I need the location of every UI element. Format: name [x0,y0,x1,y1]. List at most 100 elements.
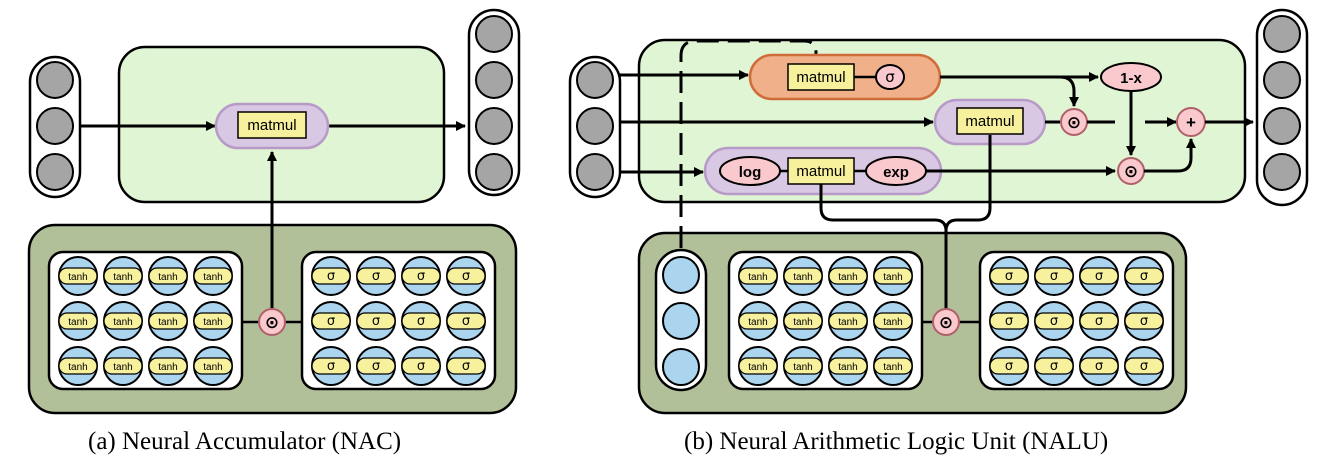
nalu-input-neuron [576,153,614,191]
nalu-add-matmul-label: matmul [965,113,1014,130]
sigmoid-label: σ [327,269,335,284]
nalu-plus-symbol: + [1186,113,1196,132]
nac-output-neuron [475,107,513,145]
sigmoid-label: σ [1050,359,1058,374]
sigmoid-neuron: σ [401,301,441,341]
tanh-label: tanh [748,272,767,283]
nac-input-neuron [36,61,74,99]
tanh-neuron: tanh [148,256,188,296]
nac-output-layer [467,8,521,197]
tanh-label: tanh [838,362,857,373]
nalu-input-neuron [576,61,614,99]
sigmoid-label: σ [372,269,380,284]
tanh-label: tanh [203,272,222,283]
tanh-label: tanh [68,272,87,283]
sigmoid-label: σ [1005,269,1013,284]
sigmoid-neuron: σ [1034,301,1074,341]
tanh-neuron: tanh [193,346,233,386]
nalu-sigmoid-node [875,64,905,90]
tanh-neuron: tanh [193,301,233,341]
nalu-output-layer [1255,8,1309,207]
sigmoid-neuron: σ [989,256,1029,296]
sigmoid-neuron: σ [356,256,396,296]
sigmoid-label: σ [1140,359,1148,374]
nalu-mult-matmul-label: matmul [796,163,845,180]
tanh-label: tanh [838,317,857,328]
nac-input-layer [28,55,82,199]
sigmoid-neuron: σ [311,256,351,296]
sigmoid-label: σ [1095,269,1103,284]
nac-input-neuron [36,107,74,145]
tanh-label: tanh [883,317,902,328]
sigmoid-label: σ [1095,314,1103,329]
sigmoid-neuron: σ [311,301,351,341]
sigmoid-label: σ [417,314,425,329]
sigmoid-neuron: σ [1124,256,1164,296]
nalu-caption: (b) Neural Arithmetic Logic Unit (NALU) [684,428,1109,455]
nalu-one-minus-x-label: 1-x [1120,70,1142,87]
sigmoid-label: σ [1050,314,1058,329]
nalu-weight-hadamard-node [932,308,960,336]
tanh-neuron: tanh [103,301,143,341]
tanh-neuron: tanh [783,346,823,386]
tanh-label: tanh [748,317,767,328]
nalu-tanh-grid [727,250,924,391]
sigmoid-label: σ [327,314,335,329]
nalu-diagram: matmul σ 1-x matmul ⊙ + log matmul [568,8,1309,415]
tanh-label: tanh [158,272,177,283]
nalu-sigmoid-symbol: σ [885,68,895,86]
sigmoid-neuron: σ [356,346,396,386]
nalu-gate-weight-neuron [662,256,700,294]
sigmoid-neuron: σ [1079,256,1119,296]
tanh-neuron: tanh [58,346,98,386]
nac-hadamard-node [258,308,286,336]
sigmoid-label: σ [417,269,425,284]
tanh-neuron: tanh [738,301,778,341]
tanh-label: tanh [793,362,812,373]
sigmoid-neuron: σ [1079,346,1119,386]
sigmoid-label: σ [462,314,470,329]
nac-tanh-cells: tanh tanh tanh tanh tanh tanh tanh tanh tanh tanh… [58,256,233,386]
sigmoid-neuron: σ [446,301,486,341]
tanh-neuron: tanh [103,346,143,386]
tanh-label: tanh [838,272,857,283]
tanh-label: tanh [68,362,87,373]
tanh-neuron: tanh [873,346,913,386]
nac-output-neuron [475,61,513,99]
nac-input-neuron [36,153,74,191]
tanh-label: tanh [203,317,222,328]
sigmoid-label: σ [372,359,380,374]
sigmoid-label: σ [1005,359,1013,374]
tanh-neuron: tanh [103,256,143,296]
nalu-output-neuron [1263,153,1301,191]
nalu-weight-hadamard-symbol: ⊙ [939,313,953,333]
sigmoid-neuron: σ [1034,346,1074,386]
tanh-neuron: tanh [783,256,823,296]
nalu-mult-hadamard-symbol: ⊙ [1124,162,1138,182]
nac-caption: (a) Neural Accumulator (NAC) [88,428,402,455]
nac-tanh-grid [47,250,244,391]
tanh-label: tanh [203,362,222,373]
sigmoid-neuron: σ [401,346,441,386]
tanh-label: tanh [68,317,87,328]
nac-hadamard-symbol: ⊙ [265,313,279,333]
tanh-label: tanh [158,362,177,373]
nalu-sigma-grid [978,250,1175,391]
tanh-label: tanh [883,272,902,283]
tanh-label: tanh [113,272,132,283]
sigmoid-label: σ [1095,359,1103,374]
tanh-neuron: tanh [148,346,188,386]
sigmoid-label: σ [1140,269,1148,284]
nalu-exp-label: exp [883,164,909,181]
nac-output-neuron [475,153,513,191]
sigmoid-neuron: σ [1124,346,1164,386]
tanh-neuron: tanh [873,301,913,341]
sigmoid-label: σ [462,269,470,284]
nalu-output-neuron [1263,107,1301,145]
nalu-log-label: log [739,164,762,181]
sigmoid-label: σ [1050,269,1058,284]
nalu-output-neuron [1263,61,1301,99]
sigmoid-label: σ [372,314,380,329]
nac-output-neuron [475,15,513,53]
